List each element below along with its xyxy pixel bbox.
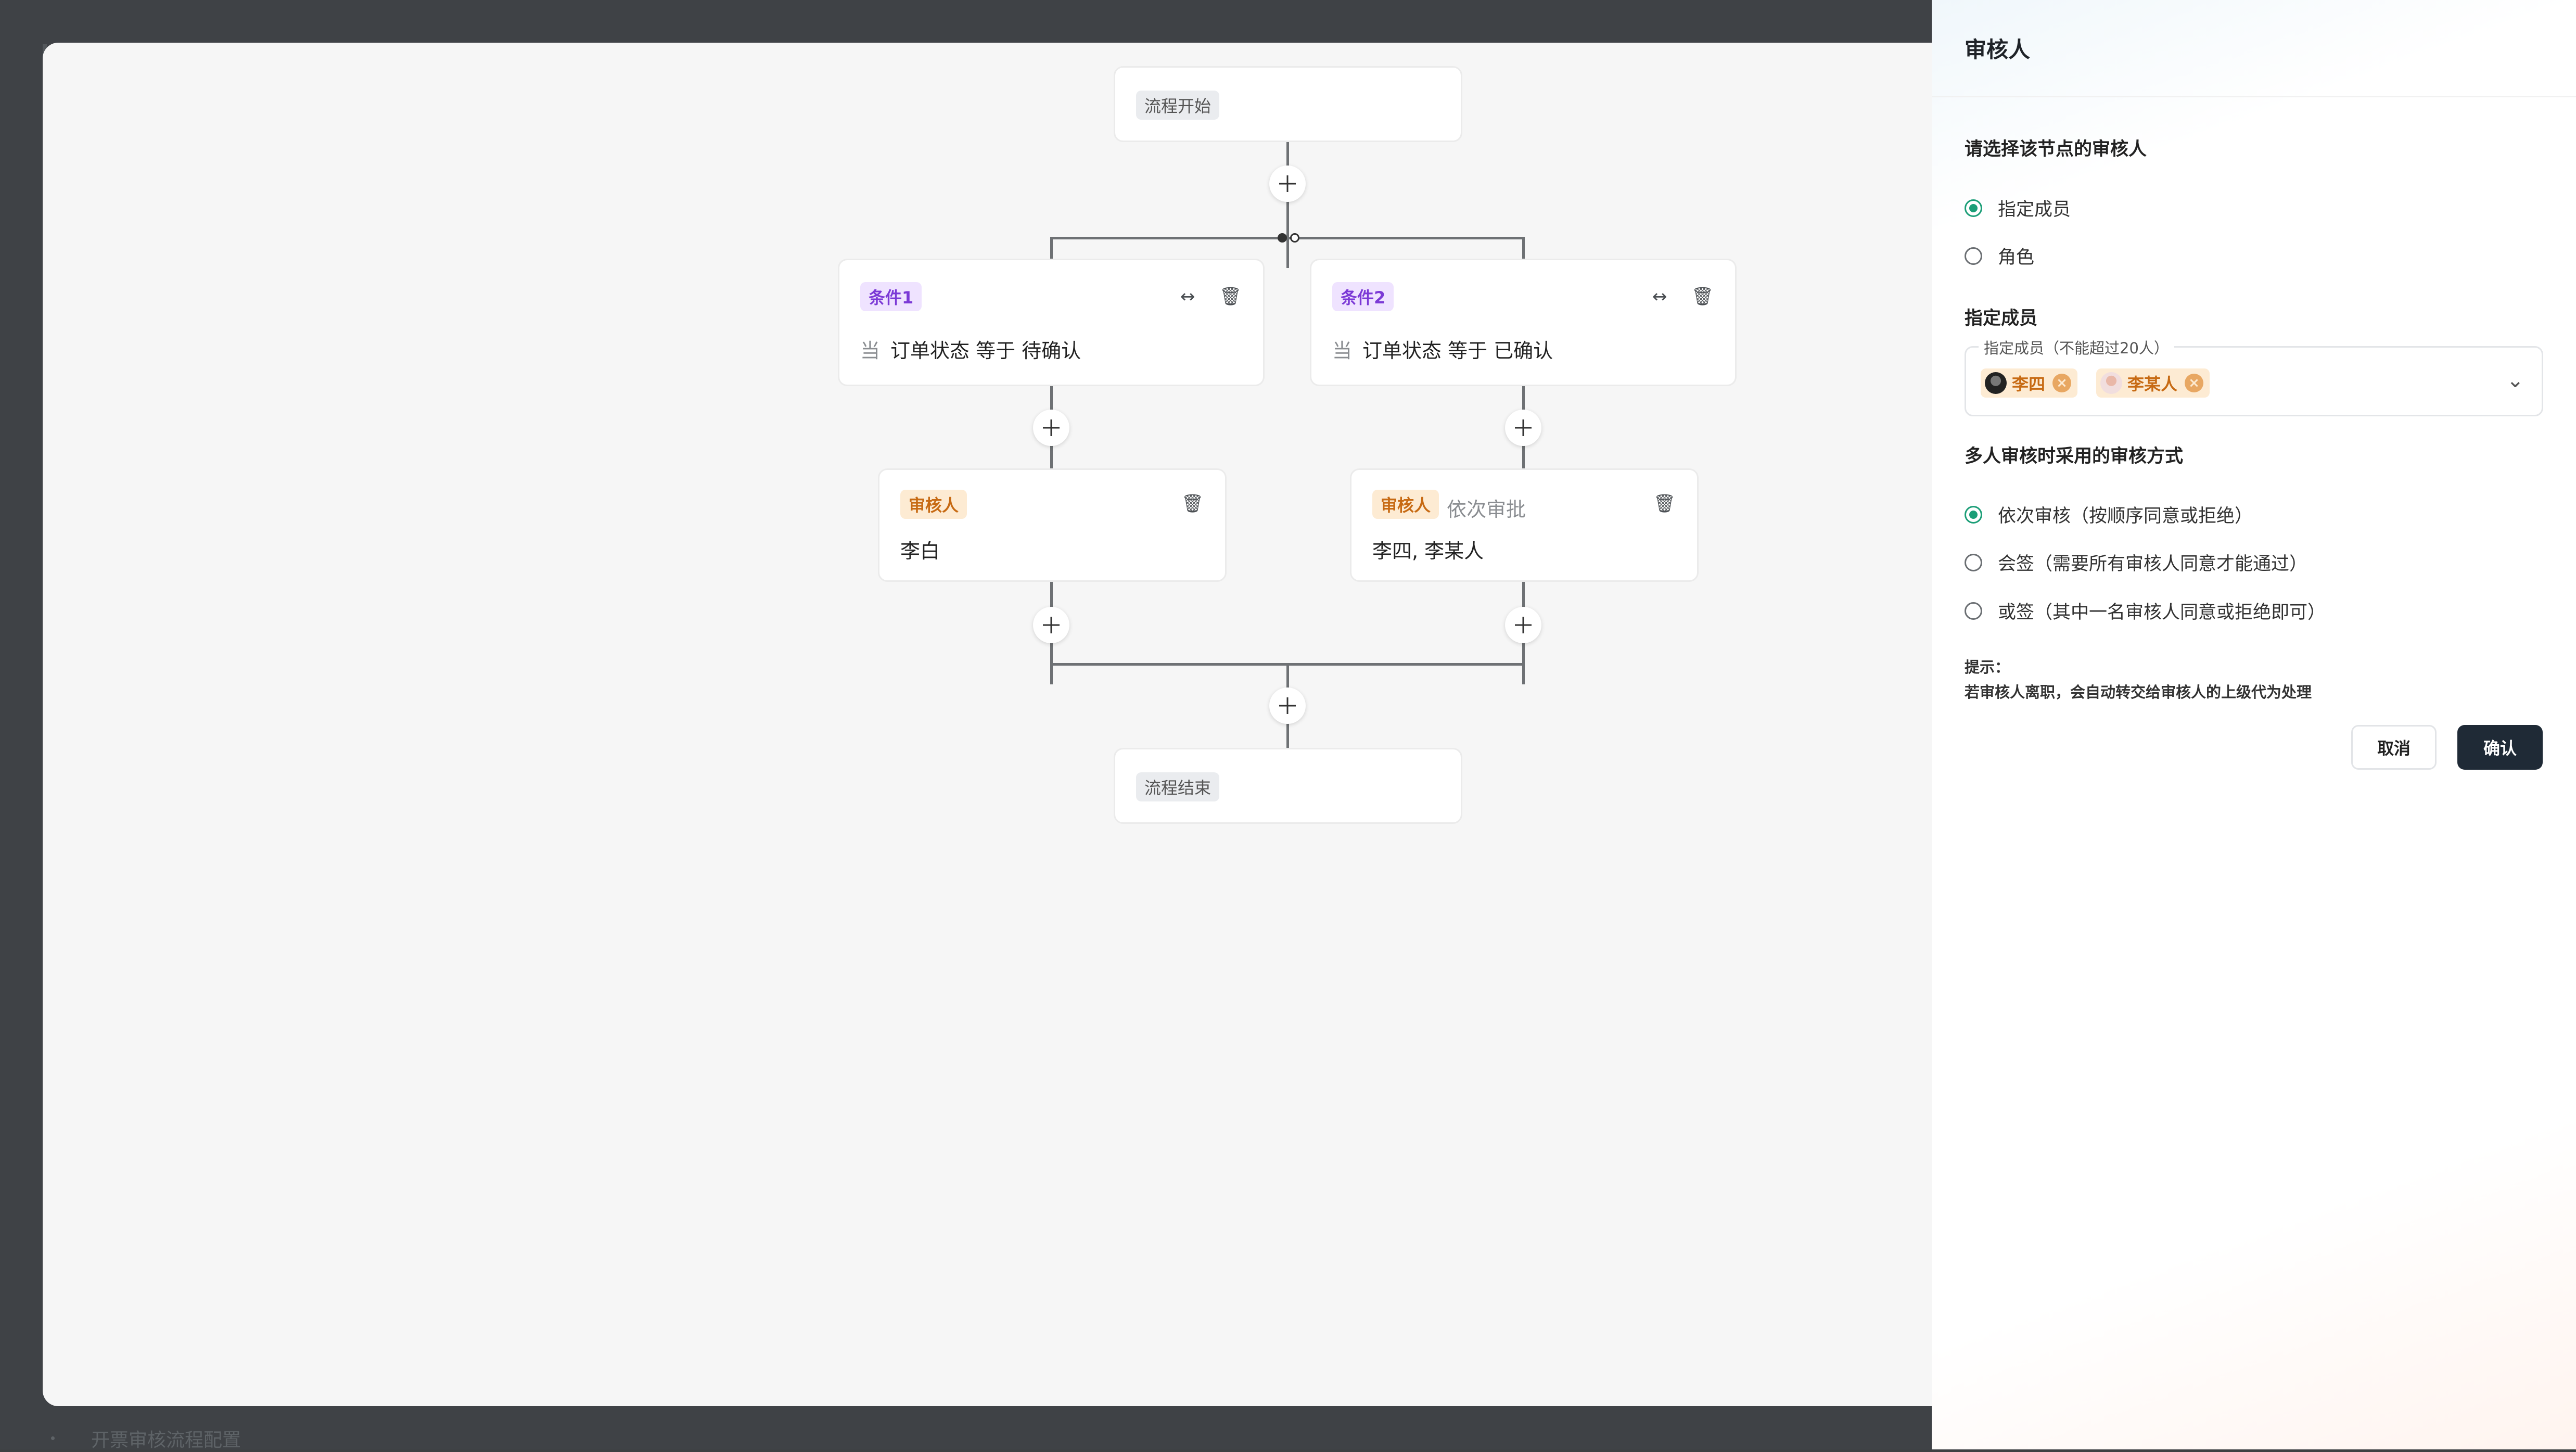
member-chip: 李四 × bbox=[1981, 368, 2078, 398]
radio-role[interactable]: 角色 bbox=[1965, 243, 2034, 269]
add-node-button[interactable] bbox=[1269, 687, 1306, 724]
add-branch-handle[interactable] bbox=[1290, 233, 1299, 243]
mode-section-label: 多人审核时采用的审核方式 bbox=[1965, 446, 2184, 467]
condition-tag: 条件1 bbox=[860, 282, 922, 311]
approval-mode: 依次审批 bbox=[1447, 498, 1526, 521]
condition-prefix: 当 bbox=[860, 339, 881, 362]
start-tag: 流程开始 bbox=[1136, 91, 1220, 120]
flow-start-node[interactable]: 流程开始 bbox=[1114, 66, 1462, 142]
plus-icon bbox=[1279, 697, 1296, 714]
approver-settings-drawer: 审核人 请选择该节点的审核人 指定成员 角色 指定成员 指定成员（不能超过20人… bbox=[1932, 0, 2576, 1449]
approver-node[interactable]: 审核人 依次审批 🗑 李四, 李某人 bbox=[1350, 468, 1699, 582]
radio-sequential[interactable]: 依次审核（按顺序同意或拒绝） bbox=[1965, 501, 2253, 528]
plus-icon bbox=[1515, 419, 1532, 436]
condition-node[interactable]: 条件1 ↔ 🗑 当 订单状态 等于 待确认 bbox=[838, 259, 1265, 386]
avatar bbox=[2100, 372, 2122, 394]
radio-label: 会签（需要所有审核人同意才能通过） bbox=[1998, 554, 2308, 575]
swap-branch-icon[interactable]: ↔ bbox=[1652, 286, 1667, 307]
flow-canvas[interactable]: 流程开始 条件1 ↔ 🗑 当 订单状态 等于 待确认 条件2 ↔ 🗑 当 订单状… bbox=[43, 43, 1963, 1406]
radio-countersign[interactable]: 会签（需要所有审核人同意才能通过） bbox=[1965, 549, 2307, 576]
approver-names: 李四, 李某人 bbox=[1372, 540, 1484, 563]
remove-member-icon[interactable]: × bbox=[2185, 374, 2204, 392]
tip-text: 若审核人离职，会自动转交给审核人的上级代为处理 bbox=[1965, 683, 2312, 701]
tip-title: 提示： bbox=[1965, 658, 2010, 676]
cancel-button[interactable]: 取消 bbox=[2351, 725, 2437, 770]
connector bbox=[1050, 237, 1053, 268]
swap-branch-icon[interactable]: ↔ bbox=[1180, 286, 1195, 307]
radio-button[interactable] bbox=[1965, 602, 1982, 620]
radio-label: 指定成员 bbox=[1998, 199, 2071, 220]
flow-end-node[interactable]: 流程结束 bbox=[1114, 748, 1462, 824]
approver-names: 李白 bbox=[900, 540, 940, 563]
add-node-button[interactable] bbox=[1269, 165, 1306, 202]
plus-icon bbox=[1279, 175, 1296, 192]
remove-member-icon[interactable]: × bbox=[2052, 374, 2072, 392]
confirm-button[interactable]: 确认 bbox=[2457, 725, 2543, 770]
background-bullet bbox=[51, 1436, 55, 1440]
trash-icon[interactable]: 🗑 bbox=[1181, 493, 1204, 514]
approver-node[interactable]: 审核人 🗑 李白 bbox=[878, 468, 1227, 582]
select-section-label: 请选择该节点的审核人 bbox=[1965, 139, 2147, 160]
drawer-title: 审核人 bbox=[1965, 37, 2031, 62]
add-node-button[interactable] bbox=[1505, 410, 1541, 446]
avatar bbox=[1985, 372, 2007, 394]
condition-tag: 条件2 bbox=[1332, 282, 1394, 311]
add-node-button[interactable] bbox=[1505, 607, 1541, 643]
trash-icon[interactable]: 🗑 bbox=[1691, 286, 1714, 307]
radio-button[interactable] bbox=[1965, 247, 1982, 265]
add-node-button[interactable] bbox=[1033, 607, 1069, 643]
connector bbox=[1522, 237, 1525, 268]
connector bbox=[1522, 386, 1525, 511]
member-chip: 李某人 × bbox=[2096, 368, 2210, 398]
chevron-down-icon[interactable]: ⌄ bbox=[2506, 368, 2524, 392]
members-field-legend: 指定成员（不能超过20人） bbox=[1979, 336, 2174, 358]
connector bbox=[1286, 141, 1289, 268]
trash-icon[interactable]: 🗑 bbox=[1653, 493, 1676, 514]
tip-block: 提示： 若审核人离职，会自动转交给审核人的上级代为处理 bbox=[1965, 655, 2312, 705]
radio-button[interactable] bbox=[1965, 505, 1982, 524]
branch-split-connector bbox=[1050, 237, 1524, 239]
add-node-button[interactable] bbox=[1033, 410, 1069, 446]
radio-button[interactable] bbox=[1965, 199, 1982, 217]
approver-tag: 审核人 bbox=[900, 490, 967, 519]
plus-icon bbox=[1515, 617, 1532, 633]
radio-label: 角色 bbox=[1998, 247, 2035, 268]
member-name: 李某人 bbox=[2127, 374, 2178, 394]
condition-text: 订单状态 等于 已确认 bbox=[1362, 339, 1553, 362]
end-tag: 流程结束 bbox=[1136, 772, 1220, 801]
condition-node[interactable]: 条件2 ↔ 🗑 当 订单状态 等于 已确认 bbox=[1310, 259, 1737, 386]
radio-specified-members[interactable]: 指定成员 bbox=[1965, 195, 2071, 221]
condition-text: 订单状态 等于 待确认 bbox=[890, 339, 1081, 362]
connector bbox=[1050, 386, 1053, 511]
plus-icon bbox=[1043, 419, 1060, 436]
radio-label: 依次审核（按顺序同意或拒绝） bbox=[1998, 506, 2253, 527]
background-footer-text: 开票审核流程配置 bbox=[91, 1430, 241, 1451]
members-select[interactable]: 指定成员（不能超过20人） 李四 × 李某人 × ⌄ bbox=[1965, 336, 2543, 416]
plus-icon bbox=[1043, 617, 1060, 633]
trash-icon[interactable]: 🗑 bbox=[1219, 286, 1242, 307]
divider bbox=[1932, 96, 2576, 97]
condition-prefix: 当 bbox=[1332, 339, 1353, 362]
radio-or-sign[interactable]: 或签（其中一名审核人同意或拒绝即可） bbox=[1965, 597, 2326, 624]
add-branch-handle[interactable] bbox=[1278, 233, 1287, 243]
member-name: 李四 bbox=[2012, 374, 2046, 394]
radio-button[interactable] bbox=[1965, 553, 1982, 571]
radio-label: 或签（其中一名审核人同意或拒绝即可） bbox=[1998, 602, 2326, 623]
members-section-label: 指定成员 bbox=[1965, 308, 2038, 329]
connector bbox=[1286, 663, 1289, 791]
approver-tag: 审核人 bbox=[1372, 490, 1439, 519]
